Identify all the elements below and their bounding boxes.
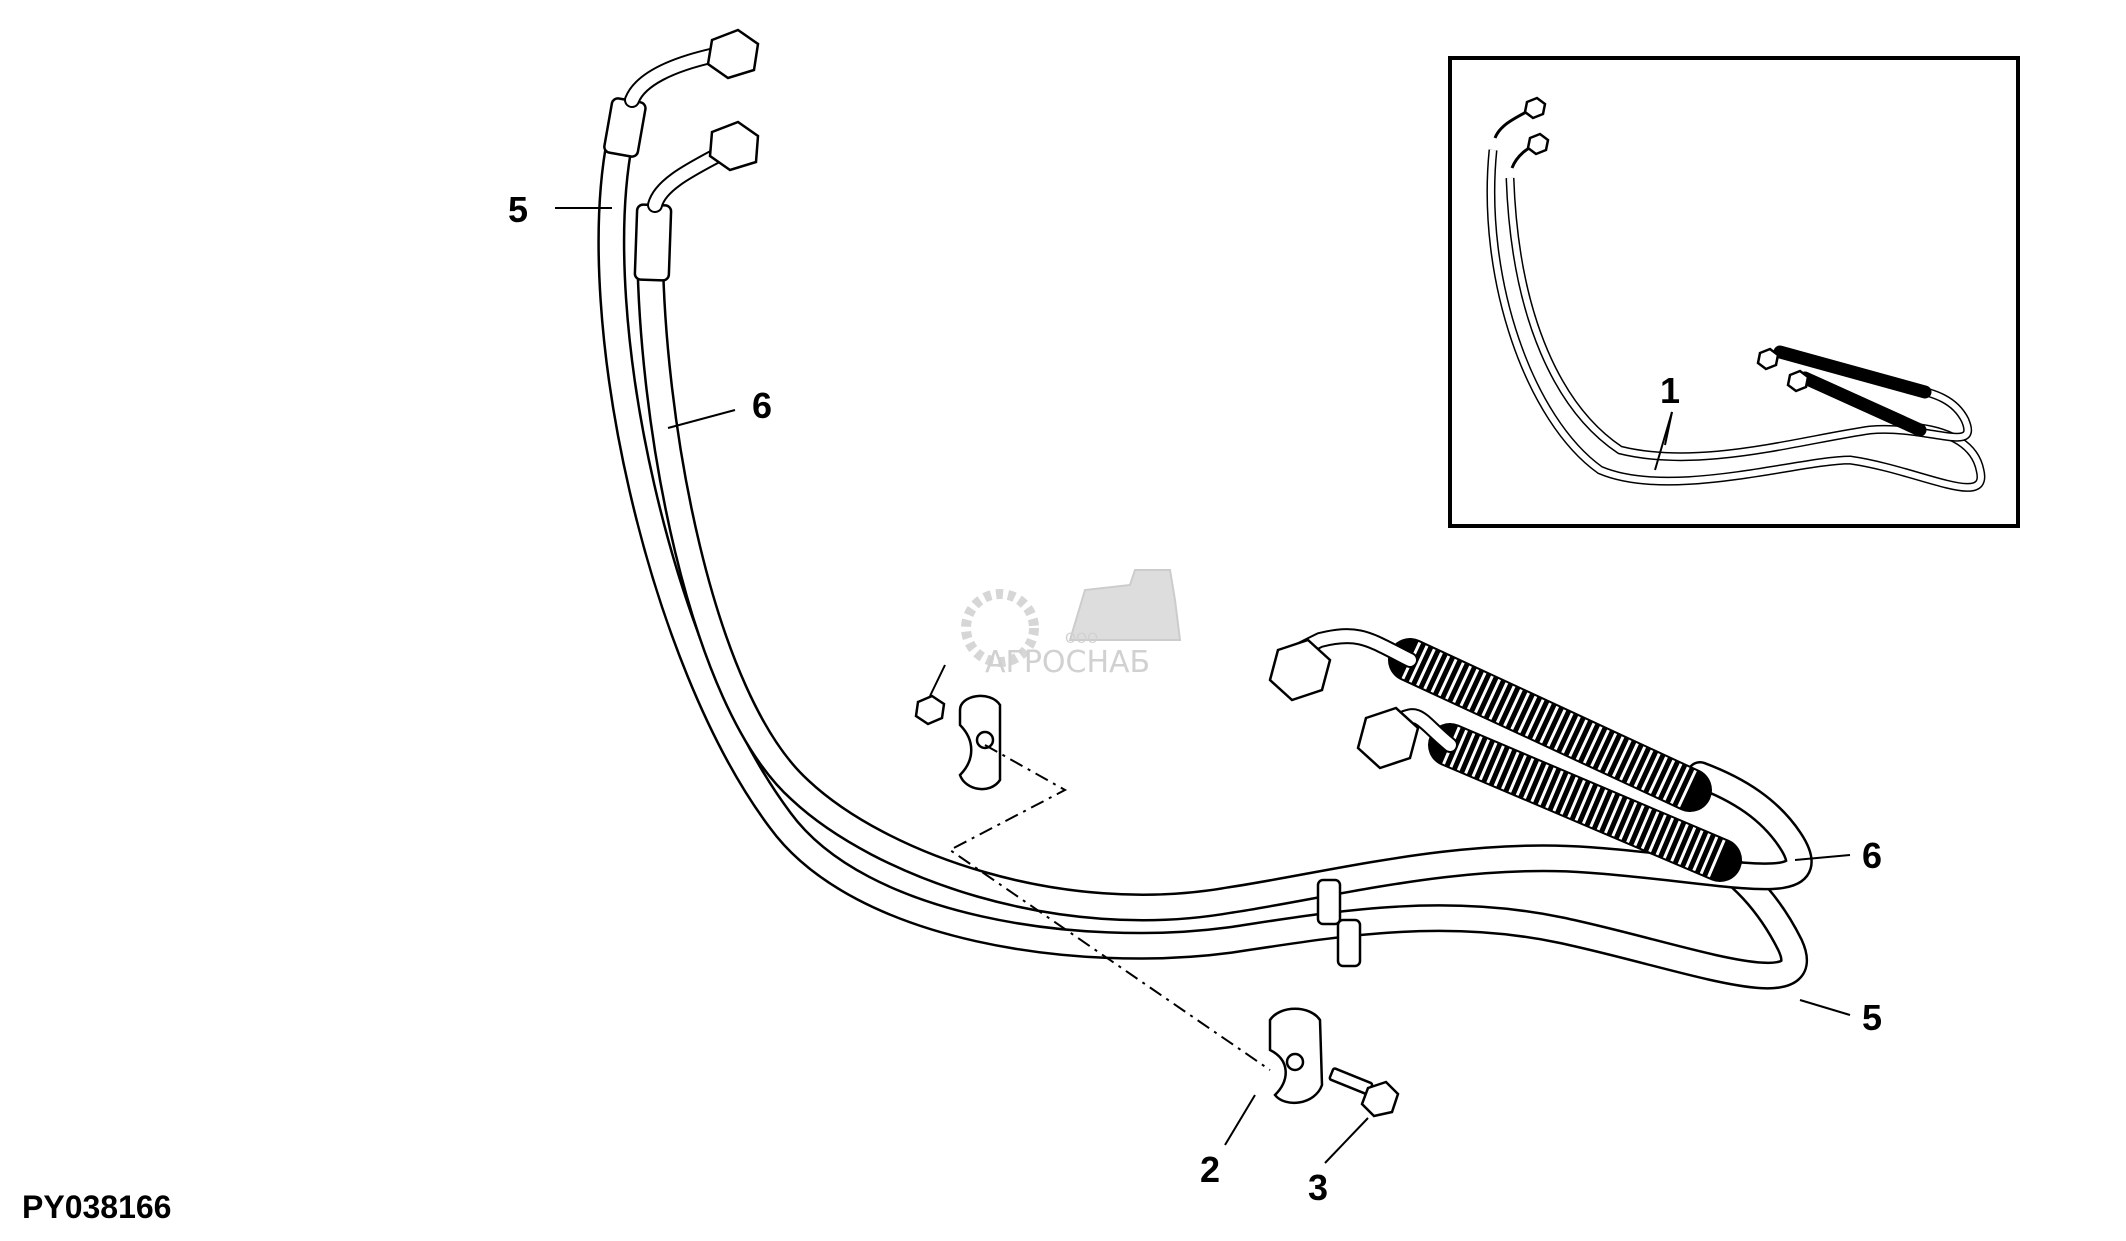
callout-5-right: 5 <box>1862 997 1882 1038</box>
assembly-centerline <box>948 744 1271 1071</box>
bolt-part-3 <box>1328 1067 1400 1118</box>
hose-6 <box>636 226 1813 922</box>
hose-6-right-nut <box>1268 638 1332 702</box>
agrosnab-watermark: ООО АГРОСНАБ <box>961 569 1182 680</box>
hose-5-spring-guard <box>1356 706 1742 882</box>
callout-1-inset: 1 <box>1660 370 1680 411</box>
callout-6-top: 6 <box>752 385 772 426</box>
clamp-part-2 <box>1268 1007 1324 1105</box>
hose-5-right-nut <box>1356 706 1420 770</box>
callout-3: 3 <box>1308 1167 1328 1208</box>
upper-clamp-half <box>958 694 1002 791</box>
hose-6-top-nut <box>708 120 760 172</box>
upper-nut <box>914 694 946 726</box>
hose-6-spring-guard <box>1268 628 1712 812</box>
callout-5-top: 5 <box>508 189 528 230</box>
hose-6-top-fitting <box>633 120 760 282</box>
callout-6-right: 6 <box>1862 835 1882 876</box>
hose-5-top-fitting <box>603 28 760 158</box>
figure-id: PY038166 <box>22 1189 171 1225</box>
hose-6-sleeve <box>1316 878 1342 926</box>
hose-5-sleeve <box>1336 918 1362 968</box>
inset-overview: 1 <box>1448 56 2020 528</box>
callout-2: 2 <box>1200 1149 1220 1190</box>
hose-5 <box>597 126 1808 990</box>
hose-5-top-nut <box>706 28 760 80</box>
watermark-company-form: ООО <box>1065 631 1098 647</box>
watermark-company-name: АГРОСНАБ <box>985 645 1150 680</box>
combine-harvester-icon <box>1068 569 1182 641</box>
gear-icon <box>961 589 1039 667</box>
